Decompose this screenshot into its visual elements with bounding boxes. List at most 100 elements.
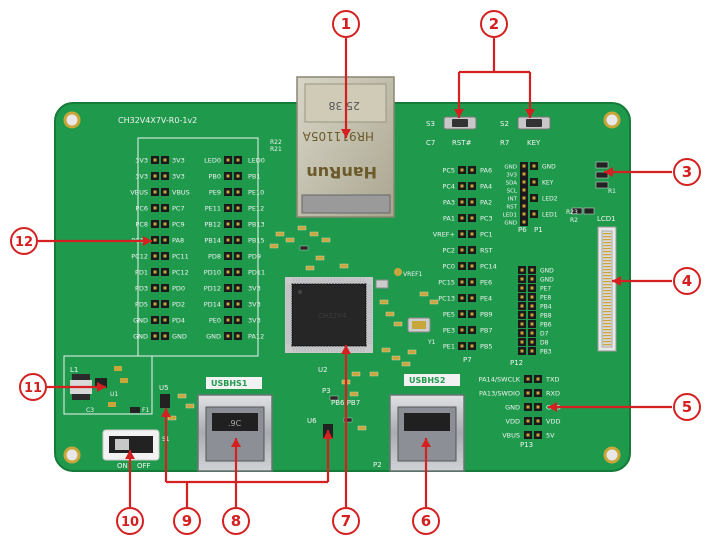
p7-a-pin-tip <box>460 296 464 300</box>
silk-u2: U2 <box>318 366 328 374</box>
pin-label: GND <box>133 317 148 325</box>
left-header-a-pin-tip <box>153 206 157 210</box>
pin-label: PB12 <box>204 221 221 229</box>
silk-p6: P6 <box>518 226 527 234</box>
pin-label: PB7 <box>480 327 493 335</box>
mid-header-a-pin-tip <box>226 302 230 306</box>
left-header-a-pin-tip <box>153 190 157 194</box>
callout-circle-4 <box>673 267 701 295</box>
pin-label: 3V3 <box>248 317 261 325</box>
pin-label: PC15 <box>438 279 455 287</box>
pin-label: PB1 <box>248 173 261 181</box>
left-header-b-pin-tip <box>163 206 167 210</box>
p13-b-pin-tip <box>536 405 540 409</box>
silk-r21: R21 <box>270 146 282 153</box>
silk-p3: P3 <box>322 387 331 395</box>
pin-label: PC14 <box>480 263 497 271</box>
left-header-a-pin-tip <box>153 174 157 178</box>
left-header-a-pin-tip <box>153 254 157 258</box>
silk-y1: Y1 <box>427 339 436 346</box>
pin-label: PA13/SWDIO <box>479 390 520 398</box>
callout-circle-12 <box>10 227 38 255</box>
callout-number-11: 11 <box>24 381 42 396</box>
silk-p13: P13 <box>520 441 533 449</box>
p6-a-pin-tip <box>522 220 526 224</box>
silk-on: ON <box>117 462 128 470</box>
p12-b-pin-tip <box>530 295 534 299</box>
p13-b-pin-tip <box>536 433 540 437</box>
pin-label: PD0 <box>172 285 185 293</box>
jack-brand-label: HanRun <box>306 163 377 182</box>
mid-header-a-pin-tip <box>226 190 230 194</box>
p13-a-pin-tip <box>526 433 530 437</box>
left-header-a-pin-tip <box>153 270 157 274</box>
usbhs1-label-box <box>206 377 262 389</box>
pin-label: PE10 <box>248 189 264 197</box>
mount-hole-br <box>603 446 621 464</box>
pin-label: VBUS <box>172 189 190 197</box>
chip-mark: CH32V4 <box>318 312 347 320</box>
callout-circle-7 <box>332 507 360 535</box>
p6-a-pin-tip <box>522 180 526 184</box>
pin-label: PA14/SWCLK <box>479 376 521 384</box>
callout-number-4: 4 <box>682 272 692 290</box>
silk-u1: U1 <box>110 391 118 398</box>
p6-a-pin-tip <box>522 172 526 176</box>
callout-number-3: 3 <box>682 163 692 181</box>
p13-b-pin-tip <box>536 377 540 381</box>
left-header-b-pin-tip <box>163 158 167 162</box>
p12-b-pin-tip <box>530 313 534 317</box>
callout-number-12: 12 <box>15 235 33 250</box>
pin-label: GND <box>206 333 221 341</box>
p6-b-pin-tip <box>532 164 536 168</box>
silk-lcd1: LCD1 <box>597 215 616 223</box>
p12-a-pin-tip <box>520 295 524 299</box>
pin-label: PB15 <box>248 237 265 245</box>
callout-circle-6 <box>412 507 440 535</box>
pin-label: KEY <box>542 180 554 187</box>
pin-label: VDD <box>506 418 520 426</box>
pin-label: GND <box>172 333 187 341</box>
pin-label: SDA <box>506 181 518 187</box>
p6-a-pin-tip <box>522 204 526 208</box>
left-header-b-pin-tip <box>163 174 167 178</box>
p6-b-pin-tip <box>532 196 536 200</box>
fuse-f1 <box>130 407 140 413</box>
pin-label: PE1 <box>443 343 455 351</box>
p12-pin-header <box>518 266 536 355</box>
silk-r7: R7 <box>500 139 509 147</box>
p12-b-pin-tip <box>530 349 534 353</box>
pin-label: PE11 <box>205 205 221 213</box>
mid-header-b-pin-tip <box>236 158 240 162</box>
pin-label: PE8 <box>540 295 551 302</box>
p7-b-pin-tip <box>470 184 474 188</box>
pin-label: VDD <box>546 418 560 426</box>
silk-s2: S2 <box>500 120 509 128</box>
p7-a-pin-tip <box>460 264 464 268</box>
key-button <box>517 116 551 130</box>
pin-label: PC4 <box>442 183 455 191</box>
pin-label: PD3 <box>135 285 148 293</box>
p7-b-pin-tip <box>470 168 474 172</box>
p12-b-pin-tip <box>530 331 534 335</box>
silk-s3: S3 <box>426 120 435 128</box>
p6-a-pin-tip <box>522 164 526 168</box>
mid-header-b-pin-tip <box>236 318 240 322</box>
lcd-connector <box>597 226 617 352</box>
middle-pin-header <box>224 156 242 340</box>
left-header-b-pin-tip <box>163 222 167 226</box>
svg-text:.9C: .9C <box>228 419 242 428</box>
pin-label: PC12 <box>172 269 189 277</box>
mount-hole-tl <box>63 111 81 129</box>
board-name: CH32V4X7V-R0-1v2 <box>118 116 197 125</box>
pin-label: 3V3 <box>248 301 261 309</box>
pin-label: PB4 <box>540 304 552 311</box>
pin-label: PE12 <box>248 205 264 213</box>
u5-chip <box>160 394 170 408</box>
pin-label: PB8 <box>540 313 552 320</box>
left-header-b-pin-tip <box>163 318 167 322</box>
pin-label: PC7 <box>172 205 185 213</box>
p12-a-pin-tip <box>520 331 524 335</box>
mid-header-b-pin-tip <box>236 206 240 210</box>
